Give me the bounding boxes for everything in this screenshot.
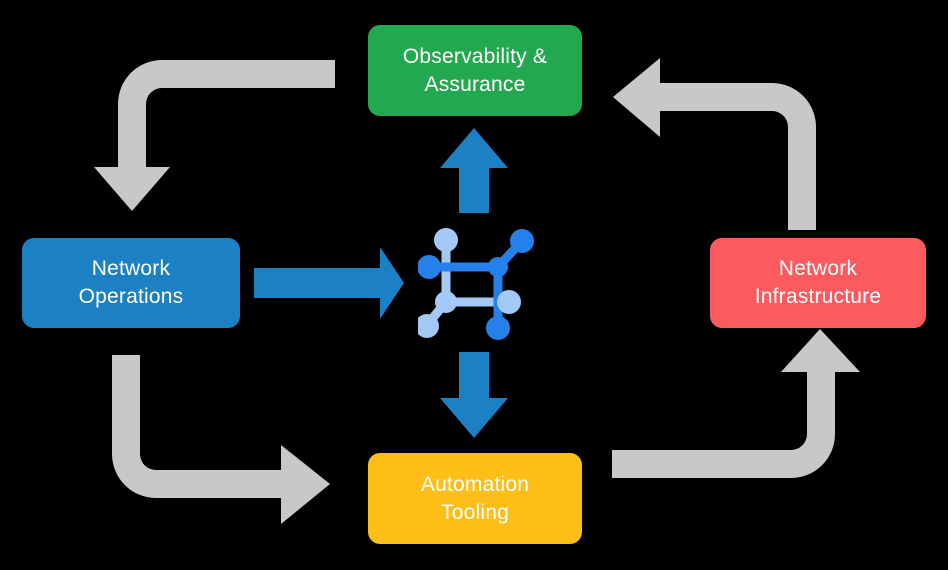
arrow-center-to-automation [440,352,508,438]
arrow-infrastructure-to-observability [613,58,816,230]
node-observability-label: Observability & Assurance [402,44,548,96]
arrow-observability-to-operations [94,60,335,211]
network-topology-icon [418,228,534,340]
node-automation-tooling[interactable]: Automation Tooling [368,453,582,544]
node-network-infrastructure[interactable]: Network Infrastructure [710,238,926,328]
node-automation-label: Automation Tooling [420,472,530,524]
arrow-automation-to-infrastructure [612,329,860,478]
arrow-operations-to-center [254,247,404,319]
node-infrastructure-label: Network Infrastructure [754,257,882,308]
node-observability-assurance[interactable]: Observability & Assurance [368,25,582,116]
node-operations-label: Network Operations [78,257,184,308]
node-network-operations[interactable]: Network Operations [22,238,240,328]
arrow-center-to-observability [440,128,508,213]
arrow-operations-to-automation [112,355,330,524]
